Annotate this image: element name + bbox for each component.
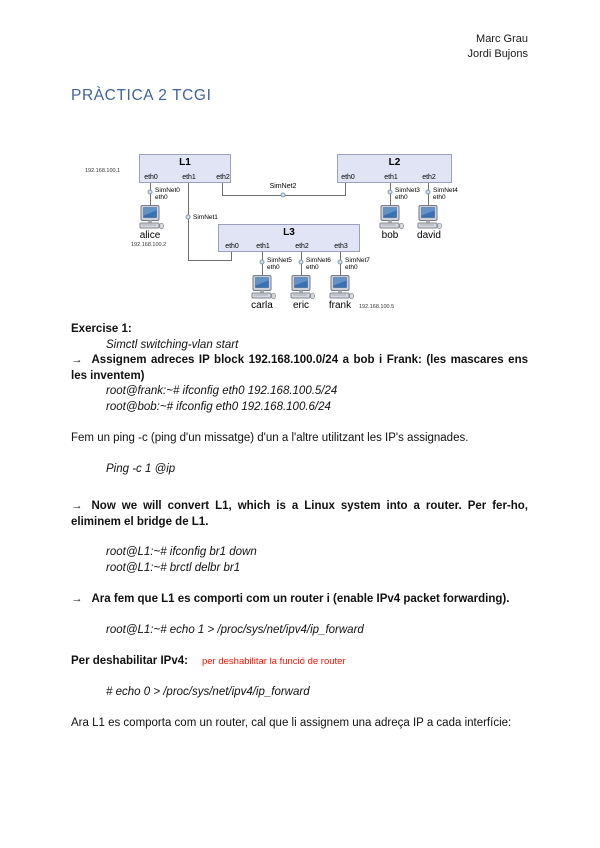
command-ip-forward-off: # echo 0 > /proc/sys/net/ipv4/ip_forward: [106, 686, 310, 698]
iface-name: eth0: [306, 264, 319, 271]
iface-name: eth0: [395, 194, 408, 201]
para-convert-text: Now we will convert L1, which is a Linux…: [71, 500, 528, 528]
arrow-bullet: →: [71, 500, 83, 512]
command-ip-forward-on: root@L1:~# echo 1 > /proc/sys/net/ipv4/i…: [106, 623, 364, 636]
net-name: SimNet3: [395, 187, 420, 194]
computer-icon: [417, 205, 442, 230]
port-label: eth0: [341, 174, 355, 181]
connection-line: [231, 252, 232, 261]
para-convert: →Now we will convert L1, which is a Linu…: [71, 499, 528, 530]
computer-icon: [139, 205, 164, 230]
port-label: eth2: [295, 243, 309, 250]
connection-line: [188, 260, 232, 261]
header-authors: Marc Grau Jordi Bujons: [467, 32, 528, 61]
net-name: SimNet6: [306, 257, 331, 264]
net-name: SimNet5: [267, 257, 292, 264]
simnet-label: SimNet5 eth0: [267, 257, 292, 271]
para-final: Ara L1 es comporta com un router, cal qu…: [71, 717, 512, 729]
host-bob: [376, 205, 404, 236]
iface-name: eth0: [155, 194, 168, 201]
host-frank: [326, 275, 354, 306]
simnet-label: SimNet0 eth0: [155, 187, 180, 201]
host-eric-label: eric: [292, 300, 310, 311]
network-node: [147, 189, 153, 195]
network-node: [298, 259, 304, 265]
para-assignem: →Assignem adreces IP block 192.168.100.0…: [71, 353, 528, 384]
computer-icon: [290, 275, 315, 300]
network-node: [259, 259, 265, 265]
host-carla: [248, 275, 276, 306]
frank-ip-annotation: 192.168.100.5: [359, 304, 395, 310]
command-ifconfig-bob: root@bob:~# ifconfig eth0 192.168.100.6/…: [106, 400, 331, 413]
deshabilitar-line: Per deshabilitar IPv4: per deshabilitar l…: [71, 654, 528, 670]
connection-line: [222, 183, 223, 196]
host-alice: [136, 205, 164, 236]
simnet1-label: SimNet1: [193, 214, 218, 221]
net-name: SimNet4: [433, 187, 458, 194]
simnet-label: SimNet7 eth0: [345, 257, 370, 271]
host-eric: [287, 275, 315, 306]
exercise-heading: Exercise 1:: [71, 323, 132, 335]
net-name: SimNet0: [155, 187, 180, 194]
network-topology-diagram: 192.168.100.1 L1 eth0 eth1 eth2 L2 eth0 …: [85, 148, 480, 326]
simnet-label: SimNet6 eth0: [306, 257, 331, 271]
port-label: eth1: [256, 243, 270, 250]
host-bob-label: bob: [381, 230, 399, 241]
command-ifconfig-frank: root@frank:~# ifconfig eth0 192.168.100.…: [106, 385, 338, 397]
page-title: PRÀCTICA 2 TCGI: [71, 87, 212, 104]
host-david: [414, 205, 442, 236]
switch-l2-label: L2: [388, 157, 401, 168]
computer-icon: [251, 275, 276, 300]
alice-ip-annotation: 192.168.100.2: [131, 242, 167, 248]
port-label: eth2: [216, 174, 230, 181]
command-ping: Ping -c 1 @ip: [106, 462, 176, 475]
switch-l1-label: L1: [179, 157, 191, 168]
command-delbr: root@L1:~# brctl delbr br1: [106, 561, 241, 574]
network-node: [185, 214, 191, 220]
port-label: eth0: [144, 174, 158, 181]
command-simctl: Simctl switching-vlan start: [106, 338, 239, 351]
document-body: Exercise 1: Simctl switching-vlan start …: [71, 322, 528, 732]
computer-icon: [379, 205, 404, 230]
switch-l1: L1 eth0 eth1 eth2: [139, 154, 231, 183]
connection-line: [345, 183, 346, 196]
host-frank-label: frank: [328, 300, 352, 311]
para-ping: Fem un ping -c (ping d'un missatge) d'un…: [71, 431, 469, 444]
para-router: → Ara fem que L1 es comporti com un route…: [71, 592, 528, 608]
arrow-bullet: →: [71, 592, 83, 605]
para-router-text: Ara fem que L1 es comporti com un router…: [91, 592, 510, 605]
net-name: SimNet7: [345, 257, 370, 264]
switch-l3-label: L3: [283, 227, 295, 238]
host-david-label: david: [417, 230, 441, 241]
host-carla-label: carla: [251, 300, 273, 311]
iface-name: eth0: [267, 264, 280, 271]
simnet-label: SimNet4 eth0: [433, 187, 458, 201]
author-name: Marc Grau: [476, 33, 528, 45]
port-label: eth2: [422, 174, 436, 181]
iface-name: eth0: [433, 194, 446, 201]
iface-name: eth0: [345, 264, 358, 271]
para-assignem-text: Assignem adreces IP block 192.168.100.0/…: [71, 354, 528, 382]
port-label: eth0: [225, 243, 239, 250]
deshabilitar-red-note: per deshabilitar la funció de router: [201, 656, 346, 667]
deshabilitar-label: Per deshabilitar IPv4:: [71, 655, 188, 667]
arrow-bullet: →: [71, 354, 83, 366]
simnet-label: SimNet3 eth0: [395, 187, 420, 201]
switch-l2: L2 eth0 eth1 eth2: [337, 154, 452, 183]
author-name: Jordi Bujons: [467, 47, 528, 60]
network-node: [425, 189, 431, 195]
network-node: [280, 192, 286, 198]
command-br-down: root@L1:~# ifconfig br1 down: [106, 546, 257, 558]
port-label: eth1: [182, 174, 196, 181]
port-label: eth1: [384, 174, 398, 181]
switch-l3: L3 eth0 eth1 eth2 eth3: [218, 224, 360, 252]
simnet2-label: SimNet2: [269, 183, 297, 190]
port-label: eth3: [334, 243, 348, 250]
computer-icon: [329, 275, 354, 300]
network-node: [337, 259, 343, 265]
l1-ip-annotation: 192.168.100.1: [85, 168, 121, 174]
connection-line: [188, 183, 189, 261]
network-node: [387, 189, 393, 195]
host-alice-label: alice: [139, 230, 161, 241]
